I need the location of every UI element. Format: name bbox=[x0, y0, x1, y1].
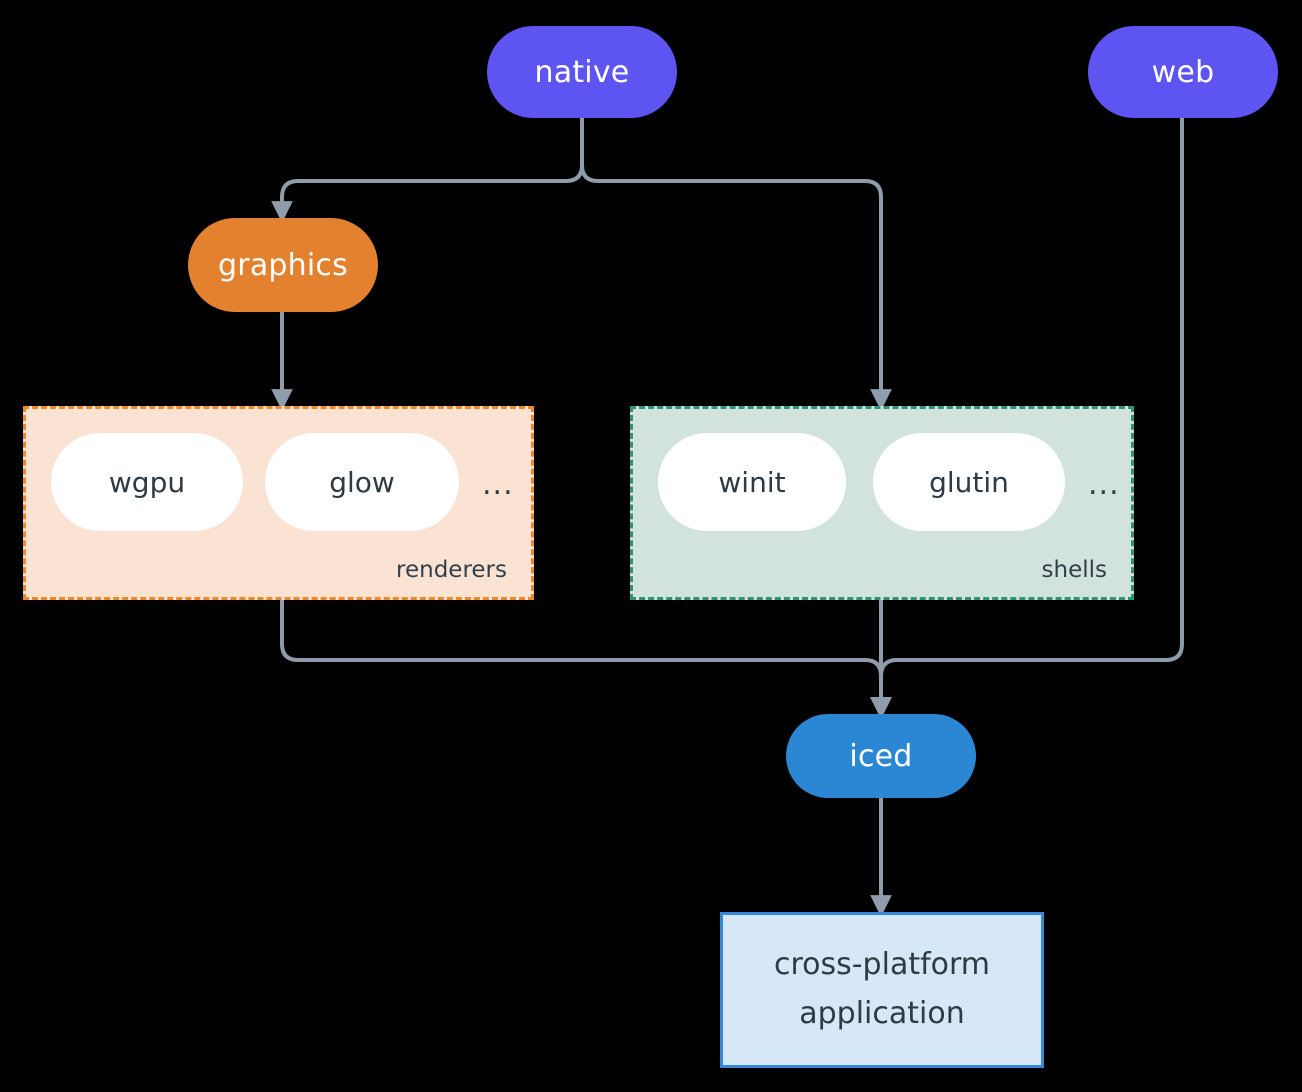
renderers-more-ellipsis: ... bbox=[482, 467, 514, 502]
node-iced-label: iced bbox=[849, 738, 913, 774]
group-shells: winit glutin ... shells bbox=[630, 406, 1134, 600]
node-web[interactable]: web bbox=[1088, 26, 1278, 118]
node-cross-platform-application[interactable]: cross-platform application bbox=[720, 912, 1044, 1068]
edge-web-to-iced bbox=[870, 116, 1184, 719]
node-native[interactable]: native bbox=[487, 26, 677, 118]
group-renderers-label: renderers bbox=[396, 557, 507, 583]
edge-native-to-graphics bbox=[271, 116, 584, 223]
application-label-line1: cross-platform bbox=[773, 947, 991, 983]
chip-glow[interactable]: glow bbox=[265, 433, 459, 531]
node-graphics[interactable]: graphics bbox=[188, 218, 378, 312]
edge-renderers-to-iced bbox=[280, 598, 892, 719]
chip-wgpu[interactable]: wgpu bbox=[51, 433, 243, 531]
node-web-label: web bbox=[1151, 54, 1215, 90]
chip-glutin[interactable]: glutin bbox=[873, 433, 1065, 531]
chip-glow-label: glow bbox=[329, 465, 395, 499]
group-renderers: wgpu glow ... renderers bbox=[23, 406, 534, 600]
chip-wgpu-label: wgpu bbox=[108, 465, 186, 499]
chip-glutin-label: glutin bbox=[929, 465, 1009, 499]
chip-winit[interactable]: winit bbox=[658, 433, 846, 531]
node-graphics-label: graphics bbox=[218, 247, 348, 283]
node-native-label: native bbox=[534, 54, 630, 90]
node-iced[interactable]: iced bbox=[786, 714, 976, 798]
chip-winit-label: winit bbox=[718, 465, 786, 499]
application-label-line2: application bbox=[799, 996, 965, 1031]
group-shells-label: shells bbox=[1041, 557, 1107, 583]
shells-more-ellipsis: ... bbox=[1088, 467, 1120, 502]
edge-native-to-shells bbox=[580, 163, 892, 411]
